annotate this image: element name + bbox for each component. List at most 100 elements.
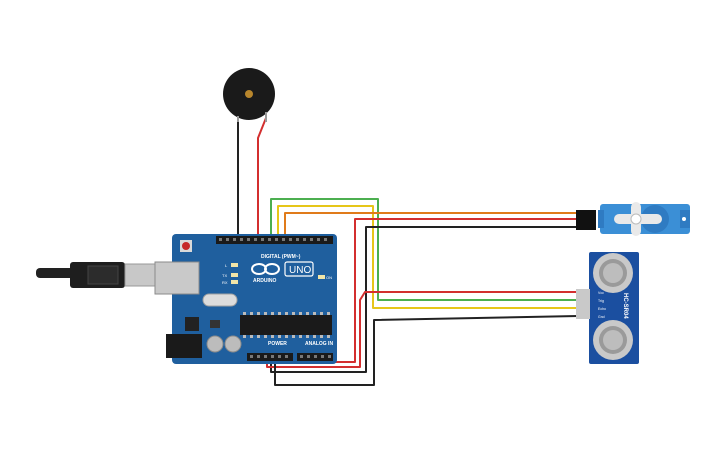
chip-pin (292, 312, 295, 315)
sensor-pin-label-echo: Echo (598, 307, 606, 311)
led-label-rx: RX (222, 280, 228, 285)
chip-pin (271, 335, 274, 338)
chip-pin (250, 312, 253, 315)
digital-header[interactable] (216, 236, 333, 244)
usb-chip (185, 317, 199, 331)
servo-tab-left (598, 210, 604, 228)
buzzer-center-dot (245, 90, 253, 98)
usb-cable-cord (36, 268, 80, 278)
header-pin (321, 355, 324, 358)
header-pin (271, 355, 274, 358)
power-header[interactable] (247, 353, 293, 361)
chip-pin (327, 335, 330, 338)
sensor-pin-label-trig: Trig (598, 299, 604, 303)
usb-cable[interactable] (36, 262, 156, 288)
arduino-power-jack (166, 334, 202, 358)
arduino-model: UNO (289, 265, 311, 276)
header-pin (233, 238, 236, 241)
chip-pin (285, 312, 288, 315)
chip-pin (257, 312, 260, 315)
chip-pin (306, 312, 309, 315)
arduino-uno-board[interactable]: L TX RX ON DIGITAL (PWM~) ARDUINO UNO PO… (154, 234, 337, 364)
chip-pin (264, 335, 267, 338)
led-on (318, 275, 325, 279)
sensor-pin-header (576, 289, 590, 319)
uno-badge (284, 261, 314, 277)
chip-pin (313, 312, 316, 315)
header-pin (324, 238, 327, 241)
chip-pin (327, 312, 330, 315)
led-label-l: L (225, 263, 228, 268)
header-pin (328, 355, 331, 358)
chip-pin (320, 335, 323, 338)
bottom-header-pins (250, 355, 331, 358)
header-pin (254, 238, 257, 241)
header-pin (296, 238, 299, 241)
transducer-bottom (593, 320, 633, 360)
red-power-wire-sensor[interactable] (266, 291, 578, 368)
header-pin (247, 238, 250, 241)
led-label-on: ON (326, 275, 332, 280)
chip-pin (278, 312, 281, 315)
header-pin (317, 238, 320, 241)
chip-pin (313, 335, 316, 338)
chip-pin (299, 335, 302, 338)
chip-pin (271, 312, 274, 315)
usb-plug-metal (124, 263, 156, 287)
atmega-pins (243, 312, 330, 338)
led-l (231, 263, 238, 267)
header-pin (300, 355, 303, 358)
transducer-top (593, 253, 633, 293)
orange-wire[interactable] (284, 212, 578, 240)
led-tx (231, 273, 238, 277)
header-pin (219, 238, 222, 241)
reset-button-cap (182, 242, 190, 250)
header-pin (226, 238, 229, 241)
ultrasonic-sensor[interactable]: Vcc Trig Echo Gnd HC-SR04 (576, 252, 639, 364)
header-pin (257, 355, 260, 358)
crystal-oscillator (202, 293, 238, 307)
header-pin (285, 355, 288, 358)
chip-pin (264, 312, 267, 315)
sensor-model: HC-SR04 (622, 293, 628, 319)
header-pin (289, 238, 292, 241)
regulator (210, 320, 220, 328)
piezo-buzzer[interactable] (223, 68, 275, 122)
chip-pin (299, 312, 302, 315)
header-pin (314, 355, 317, 358)
led-label-tx: TX (222, 273, 227, 278)
black-ground-wire-sensor[interactable] (274, 315, 579, 386)
chip-pin (292, 335, 295, 338)
sensor-pin-label-gnd: Gnd (598, 315, 605, 319)
header-pin (250, 355, 253, 358)
sensor-pin-label-vcc: Vcc (598, 291, 604, 295)
atmega-chip (240, 315, 332, 335)
chip-pin (250, 335, 253, 338)
yellow-wire[interactable] (277, 205, 578, 309)
digital-header-pins (219, 238, 327, 241)
chip-pin (243, 312, 246, 315)
led-rx (231, 280, 238, 284)
arduino-logo (251, 263, 280, 275)
analog-label: ANALOG IN (305, 341, 333, 347)
arduino-usb-jack (154, 261, 200, 295)
green-wire[interactable] (270, 198, 578, 301)
chip-pin (320, 312, 323, 315)
capacitor-1 (206, 335, 224, 353)
buzzer-red-wire[interactable] (257, 117, 267, 240)
header-pin (261, 238, 264, 241)
chip-pin (278, 335, 281, 338)
header-pin (278, 355, 281, 358)
capacitor-2 (224, 335, 242, 353)
servo-shaft (630, 213, 642, 225)
header-pin (282, 238, 285, 241)
chip-pin (285, 335, 288, 338)
servo-mount-hole (682, 217, 686, 221)
servo-connector (576, 210, 596, 230)
header-pin (310, 238, 313, 241)
chip-pin (257, 335, 260, 338)
servo-motor[interactable] (576, 202, 690, 236)
header-pin (275, 238, 278, 241)
power-label: POWER (268, 341, 287, 347)
